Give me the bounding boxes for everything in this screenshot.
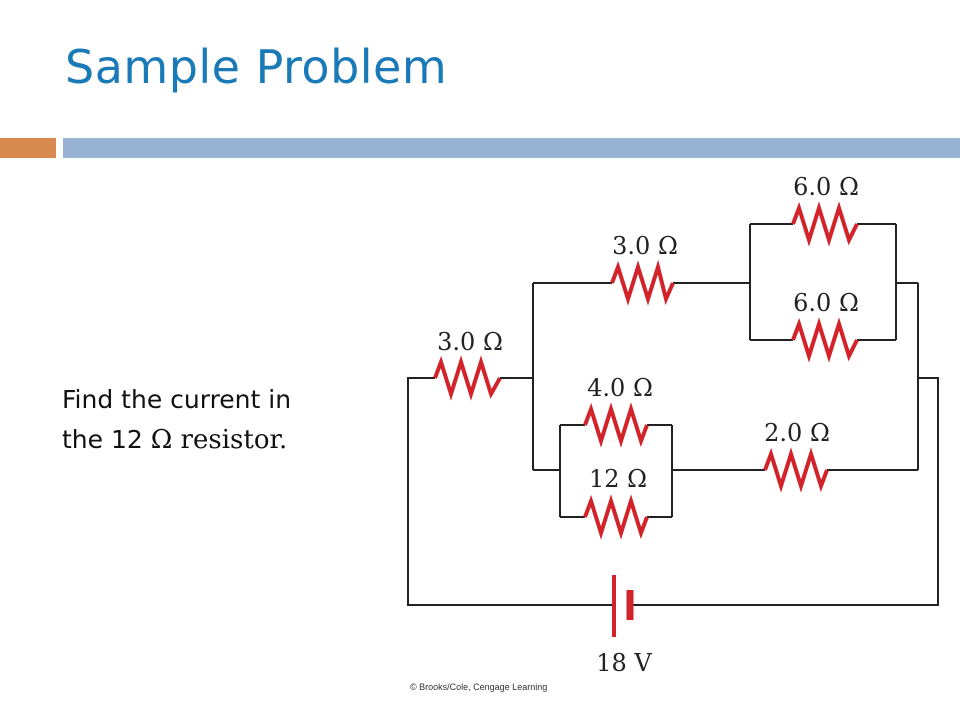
wire-outer-left (407, 377, 612, 606)
label-r-top-parallel-upper: 6.0 Ω (793, 173, 859, 201)
resistor-top-parallel-upper (791, 201, 859, 247)
resistors (433, 201, 859, 540)
ohm-symbol: Ω (150, 425, 173, 455)
label-r-mid-parallel-lower: 12 Ω (589, 465, 647, 493)
resistor-mid-parallel-lower (583, 494, 649, 540)
question-line-1: Find the current in (62, 385, 292, 414)
label-r-mid-parallel-upper: 4.0 Ω (587, 374, 653, 402)
image-credit: © Brooks/Cole, Cengage Learning (410, 682, 547, 692)
question-line-2-prefix: the 12 (62, 425, 151, 454)
question-line-2-suffix: resistor. (172, 425, 288, 455)
resistor-top-series (610, 259, 675, 306)
wire-outer-right (633, 377, 939, 606)
label-r-left: 3.0 Ω (437, 328, 503, 356)
circuit-wires (407, 223, 939, 606)
accent-bar-blue (63, 138, 960, 158)
slide-title: Sample Problem (65, 40, 448, 94)
question-line-2: the 12 Ω resistor. (62, 420, 291, 460)
label-r-top-series: 3.0 Ω (612, 232, 678, 260)
resistor-left (433, 355, 502, 401)
accent-bar-orange (0, 138, 56, 158)
label-r-mid-series: 2.0 Ω (764, 419, 830, 447)
label-battery: 18 V (596, 649, 652, 677)
battery-symbol (612, 575, 634, 637)
resistor-mid-series (763, 447, 829, 493)
label-r-top-parallel-lower: 6.0 Ω (793, 289, 859, 317)
resistor-top-parallel-lower (791, 317, 859, 363)
resistor-mid-parallel-upper (583, 402, 649, 448)
question-text: Find the current in the 12 Ω resistor. (62, 380, 291, 460)
